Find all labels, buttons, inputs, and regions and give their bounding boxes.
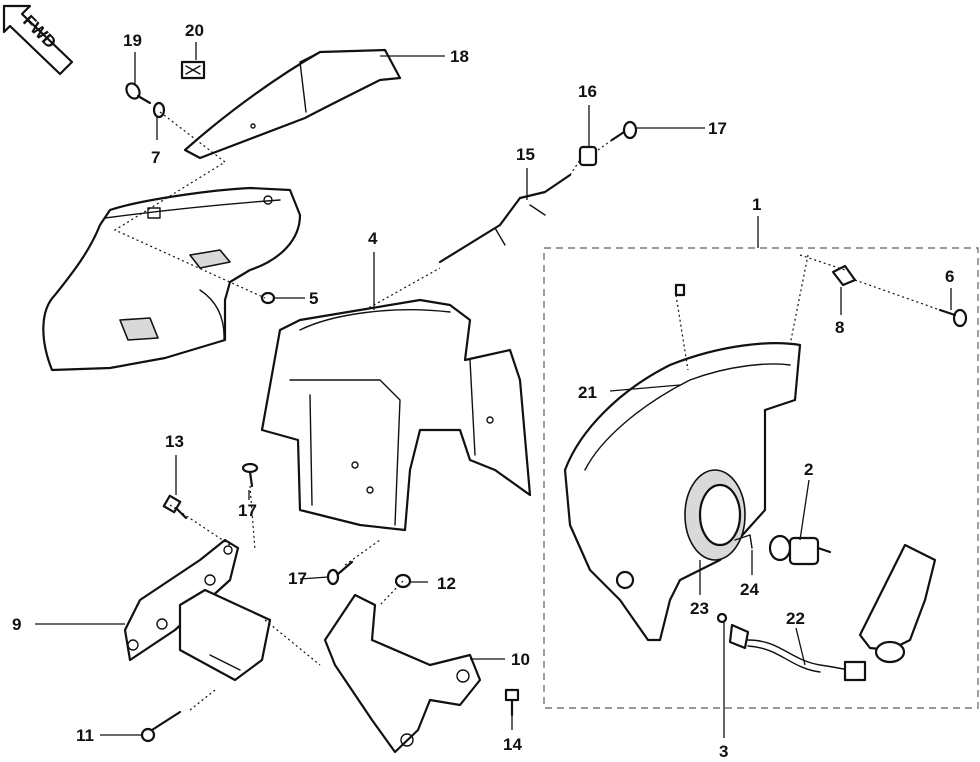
callout-14: 14 xyxy=(503,735,522,754)
assembly-dotted-lines xyxy=(113,111,941,711)
emblem-21-part xyxy=(180,60,206,80)
callout-6: 6 xyxy=(945,267,954,286)
bracket-10-part xyxy=(323,593,482,754)
forward-arrow-icon: FWD xyxy=(2,4,74,76)
spring-clip-25-part xyxy=(734,534,753,549)
callout-19: 18 xyxy=(450,47,469,66)
bolt-14-part xyxy=(504,688,520,717)
headlight-housing-bracket-part xyxy=(260,298,532,532)
screw-20-part xyxy=(125,82,152,105)
callout-5: 5 xyxy=(309,289,318,308)
stay-rod-15-part xyxy=(438,173,572,264)
callout-3: 3 xyxy=(719,742,728,761)
clip-8-part xyxy=(831,264,857,287)
washer-7-part xyxy=(152,101,166,119)
callout-2: 2 xyxy=(804,460,813,479)
callout-7: 7 xyxy=(151,148,160,167)
callout-24: 23 xyxy=(690,599,709,618)
callout-11: 11 xyxy=(76,726,94,745)
headlight-unit-22-part xyxy=(563,283,802,642)
callout-8: 8 xyxy=(835,318,844,337)
screw-17-lower-part xyxy=(326,560,354,586)
callout-13: 13 xyxy=(165,432,184,451)
wire-harness-23-part xyxy=(747,639,867,682)
callout-1: 1 xyxy=(752,195,761,214)
callout-17-lower: 17 xyxy=(288,569,307,588)
callout-10: 10 xyxy=(511,650,530,669)
callout-18: 17 xyxy=(238,501,257,520)
upper-cowl-trim-part xyxy=(183,48,402,160)
bulb-2-part xyxy=(768,534,832,566)
collar-16-part xyxy=(578,145,598,167)
screw-17-top-part xyxy=(610,120,638,142)
callout-25: 24 xyxy=(740,580,759,599)
bolt-13-part xyxy=(162,494,188,520)
callout-20: 19 xyxy=(123,31,142,50)
callout-21: 20 xyxy=(185,21,204,40)
socket-3-part xyxy=(716,612,750,650)
leader-lines xyxy=(35,42,952,738)
callout-17-top: 17 xyxy=(708,119,727,138)
callout-12: 12 xyxy=(437,574,456,593)
headlight-assembly-box xyxy=(543,247,979,709)
screw-18-part xyxy=(241,462,259,488)
bolt-11-part xyxy=(140,710,182,743)
callout-labels: 19 20 7 18 5 4 15 16 17 1 6 8 21 2 13 17… xyxy=(12,21,954,761)
callout-4: 4 xyxy=(368,229,378,248)
callout-15: 15 xyxy=(516,145,535,164)
callout-23: 22 xyxy=(786,609,805,628)
screw-6-part xyxy=(938,308,968,328)
mounting-bracket-9-part xyxy=(123,538,272,682)
front-fairing-part xyxy=(42,186,302,372)
headlight-cover-part xyxy=(858,543,937,664)
grommet-5-part xyxy=(260,291,276,305)
callout-22: 21 xyxy=(578,383,597,402)
callout-9: 9 xyxy=(12,615,21,634)
callout-16: 16 xyxy=(578,82,597,101)
